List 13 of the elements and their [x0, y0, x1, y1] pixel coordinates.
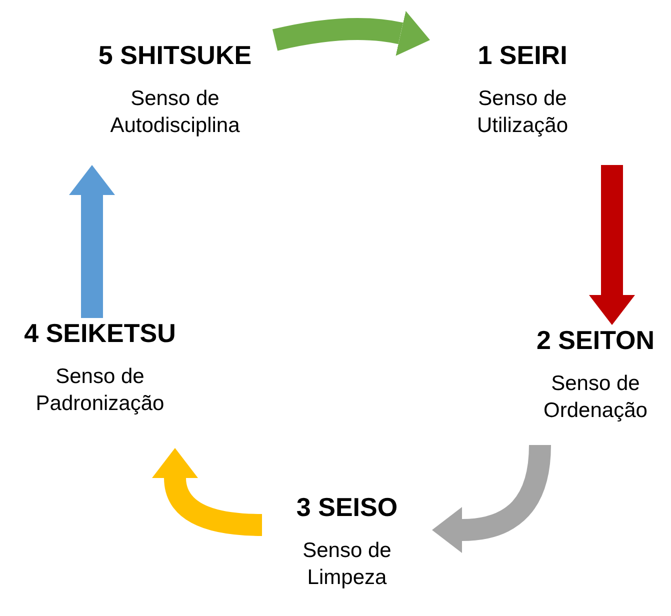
- step-description: Senso de Autodisciplina: [109, 86, 241, 140]
- step-title: 2 SEITON: [536, 325, 654, 356]
- curved-arrow: [589, 165, 635, 325]
- step-description: Senso de Ordenação: [542, 371, 648, 424]
- step-description: Senso de Utilização: [476, 86, 570, 140]
- step-title: 4 SEIKETSU: [24, 318, 176, 349]
- step-title: 3 SEISO: [296, 492, 398, 523]
- step-title: 5 SHITSUKE: [98, 40, 252, 71]
- step-description: Senso de Padronização: [34, 364, 166, 418]
- step-title: 1 SEIRI: [478, 40, 568, 71]
- curved-arrow: [69, 165, 115, 318]
- step-description: Senso de Limpeza: [302, 538, 392, 592]
- curved-arrow: [272, 10, 430, 56]
